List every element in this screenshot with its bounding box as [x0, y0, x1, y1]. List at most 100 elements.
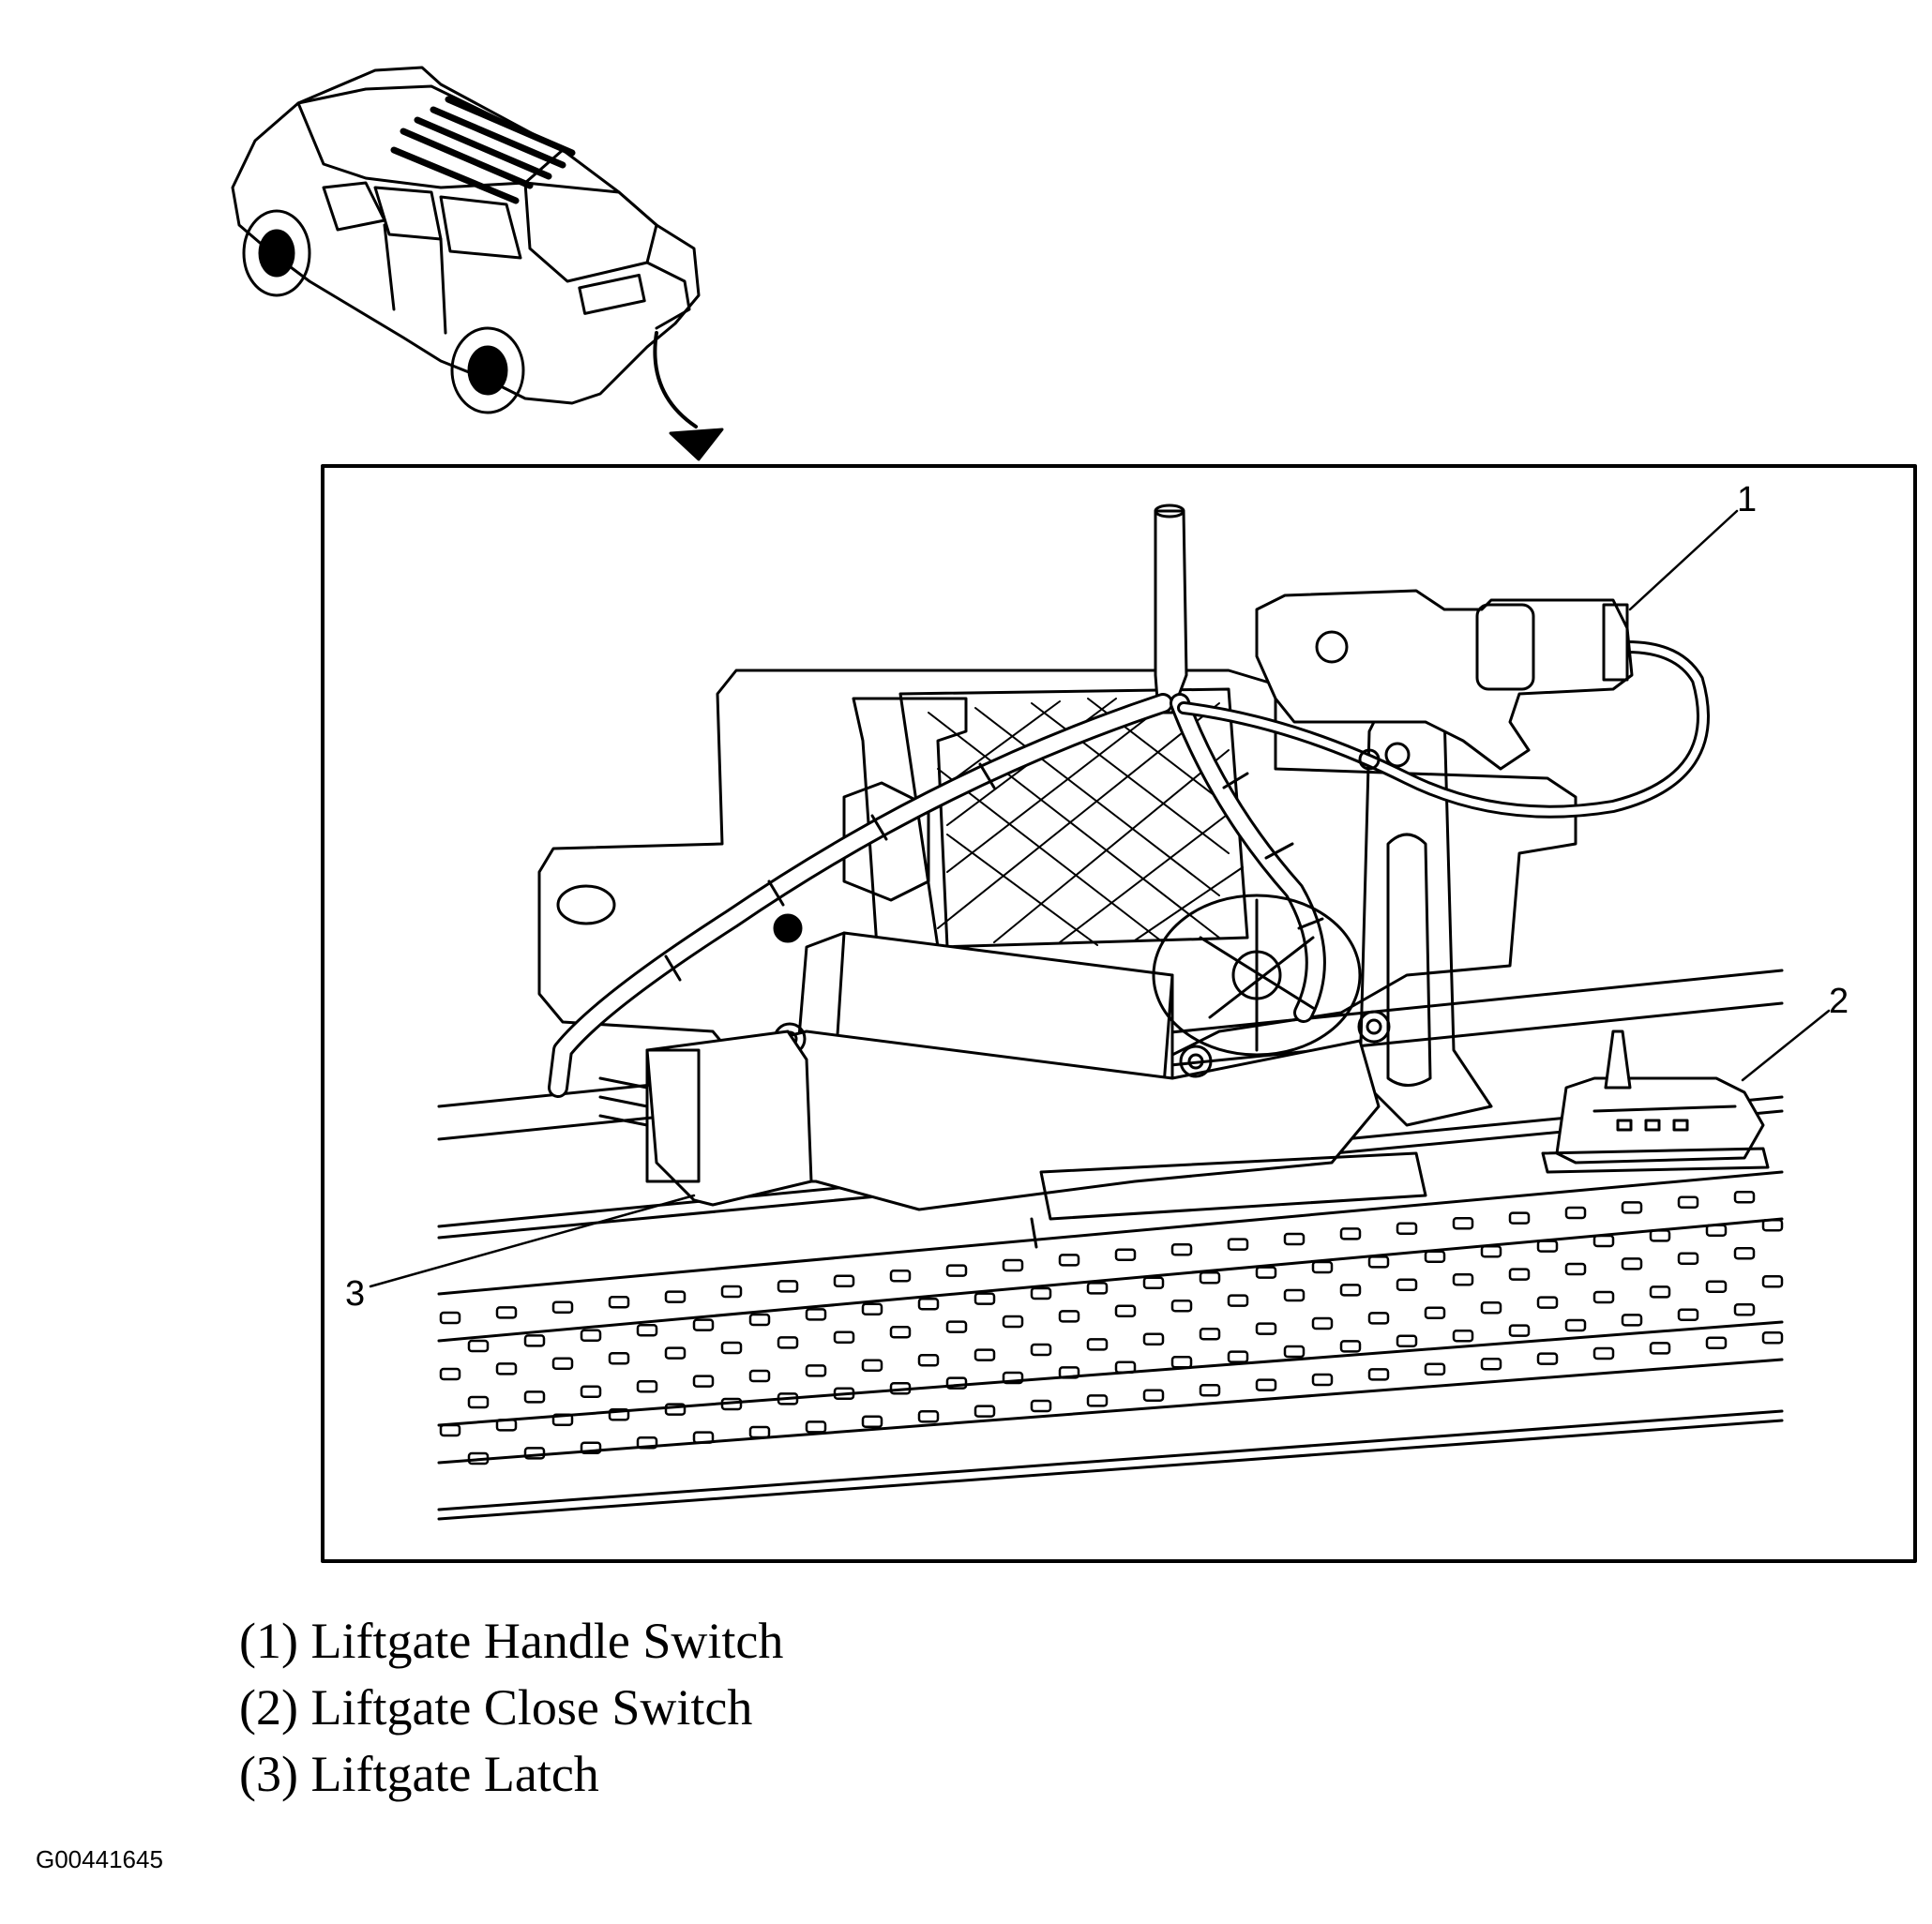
sill-perforation — [1508, 1324, 1531, 1337]
sill-perforation — [1761, 1218, 1784, 1232]
sill-perforation — [1283, 1288, 1306, 1302]
sill-perforation — [495, 1419, 518, 1432]
sill-perforation — [1002, 1258, 1024, 1272]
sill-perforation — [1199, 1327, 1221, 1341]
sill-perforation — [692, 1375, 715, 1388]
sill-perforation — [1508, 1268, 1531, 1281]
callout-1: 1 — [1737, 480, 1757, 519]
sill-perforation — [467, 1339, 490, 1353]
legend-item: (2) Liftgate Close Switch — [239, 1675, 783, 1741]
sill-perforation — [861, 1359, 883, 1373]
sill-perforation — [664, 1346, 687, 1360]
sill-perforation — [467, 1395, 490, 1409]
sill-perforation — [1621, 1314, 1643, 1327]
sill-perforation — [692, 1431, 715, 1444]
sill-perforation — [608, 1295, 630, 1309]
sill-perforation — [1592, 1234, 1615, 1248]
sill-perforation — [1424, 1306, 1446, 1320]
legend-item-text: Liftgate Handle Switch — [310, 1613, 784, 1669]
sill-perforation — [439, 1423, 461, 1437]
sill-perforation — [1114, 1248, 1137, 1262]
sill-perforation — [1621, 1257, 1643, 1270]
sill-perforation — [1283, 1345, 1306, 1359]
sill-perforation — [1255, 1322, 1277, 1335]
sill-perforation — [1227, 1350, 1249, 1363]
sill-perforation — [1002, 1315, 1024, 1329]
sill-perforation — [748, 1425, 771, 1439]
sill-perforation — [1255, 1378, 1277, 1391]
sill-perforation — [580, 1385, 602, 1399]
sill-perforation — [1311, 1260, 1334, 1274]
sill-perforation — [1227, 1294, 1249, 1307]
sill-perforation — [1199, 1383, 1221, 1397]
sill-perforation — [1649, 1342, 1671, 1355]
sill-perforation — [467, 1451, 490, 1466]
sill-perforation — [833, 1274, 855, 1288]
sill-perforation — [1086, 1282, 1109, 1295]
sill-perforation — [1058, 1310, 1080, 1323]
sill-perforation — [551, 1357, 574, 1371]
sill-perforation — [1592, 1290, 1615, 1304]
sill-perforation — [1311, 1316, 1334, 1330]
sill-perforation — [523, 1447, 546, 1460]
sill-perforation — [861, 1302, 883, 1316]
sill-perforation — [777, 1392, 799, 1405]
sill-perforation — [551, 1300, 574, 1315]
sill-perforation — [1339, 1227, 1362, 1240]
sill-perforation — [917, 1297, 940, 1311]
sill-perforation — [636, 1323, 658, 1337]
sill-perforation — [692, 1318, 715, 1331]
sill-perforation — [777, 1280, 799, 1293]
sill-perforation — [1761, 1274, 1784, 1288]
sill-perforation — [1114, 1360, 1137, 1375]
sill-perforation — [861, 1415, 883, 1429]
sill-perforation — [1339, 1340, 1362, 1353]
sill-perforation — [889, 1269, 912, 1283]
sill-perforation — [1058, 1366, 1080, 1379]
sill-perforation — [1564, 1318, 1587, 1332]
sill-perforation — [608, 1407, 630, 1421]
sill-perforation — [917, 1409, 940, 1423]
sill-perforation — [1142, 1389, 1165, 1403]
sill-perforation — [523, 1390, 546, 1404]
sill-perforation — [580, 1329, 602, 1343]
sill-perforation — [1030, 1343, 1052, 1357]
sill-perforation — [551, 1413, 574, 1427]
parts-legend: (1) Liftgate Handle Switch (2) Liftgate … — [239, 1608, 783, 1808]
callout-3: 3 — [345, 1274, 365, 1314]
sill-perforation — [1396, 1222, 1418, 1236]
sill-perforation — [1283, 1232, 1306, 1246]
sill-perforation — [1733, 1190, 1756, 1204]
figure-id: G00441645 — [36, 1845, 163, 1873]
sill-perforation — [1508, 1211, 1531, 1225]
sill-perforation — [1424, 1250, 1446, 1264]
sill-perforation — [805, 1420, 827, 1434]
sill-perforation — [1086, 1338, 1109, 1351]
sill-perforation — [805, 1364, 827, 1377]
sill-perforation — [1649, 1285, 1671, 1299]
legend-item: (3) Liftgate Latch — [239, 1741, 783, 1808]
sill-perforation — [1142, 1332, 1165, 1346]
sill-perforation — [889, 1325, 912, 1339]
sill-perforation — [1227, 1238, 1249, 1251]
detail-view-frame — [321, 464, 1917, 1563]
sill-perforation — [1030, 1399, 1052, 1413]
sill-perforation — [720, 1285, 743, 1299]
sill-perforation — [636, 1379, 658, 1393]
legend-item-id: (1) — [239, 1613, 298, 1669]
sill-perforation — [1536, 1240, 1559, 1253]
sill-perforation — [720, 1341, 743, 1355]
sill-perforation — [1480, 1357, 1502, 1371]
sill-perforation — [748, 1313, 771, 1327]
sill-perforation — [1367, 1368, 1390, 1381]
sill-perforation — [974, 1405, 996, 1418]
sill-perforation — [1677, 1252, 1699, 1266]
sill-perforation — [974, 1348, 996, 1361]
sill-perforation — [1733, 1246, 1756, 1260]
sill-perforation — [1677, 1308, 1699, 1322]
callout-leader-lines — [369, 509, 1831, 1288]
sill-perforation — [664, 1403, 687, 1416]
sill-perforation — [439, 1311, 461, 1325]
sill-perforation — [1705, 1280, 1728, 1294]
